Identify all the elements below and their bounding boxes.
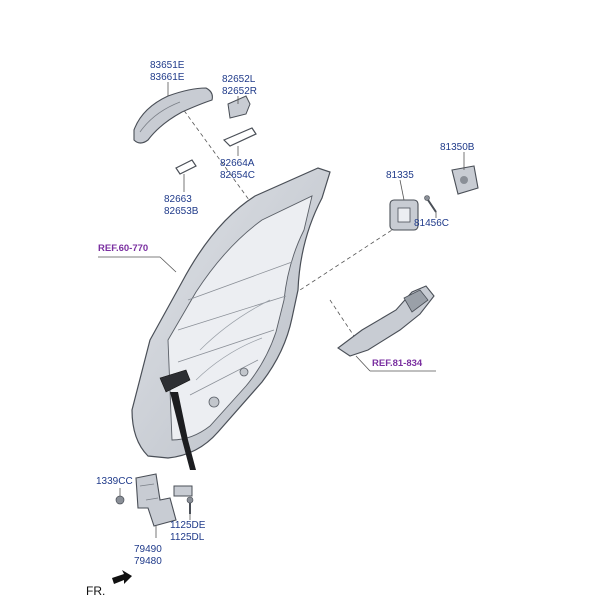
latch-rod-assembly <box>337 285 435 357</box>
outside-handle <box>133 87 213 144</box>
label-latch-screw: 81456C <box>414 218 449 230</box>
part-number: 82652L <box>222 74 256 85</box>
part-number: 82653B <box>164 206 199 217</box>
label-hinge-bolt: 1339CC <box>96 476 133 488</box>
striker <box>389 199 419 231</box>
label-leaders <box>98 82 465 538</box>
part-number: 82663 <box>164 194 192 205</box>
label-hinge: 79490 79480 <box>134 544 162 568</box>
label-handle-pad: 82663 82653B <box>164 194 198 218</box>
label-latch-cover: 81350B <box>440 142 474 154</box>
label-hinge-bolt-lower: 1125DE 1125DL <box>170 520 205 544</box>
direction-label: FR. <box>86 584 106 598</box>
part-number: 83661E <box>150 72 185 83</box>
part-number: 81335 <box>386 170 414 181</box>
part-number: 1125DE <box>170 520 206 531</box>
label-handle-cover: 82652L 82652R <box>222 74 257 98</box>
door-panel <box>131 167 331 470</box>
part-number: 81456C <box>414 218 450 229</box>
handle-cover <box>227 95 251 119</box>
part-number: 82654C <box>220 170 256 181</box>
part-number: 1125DL <box>170 532 205 543</box>
ref-latch-rod: REF.81-834 <box>372 358 423 369</box>
part-number: 82652R <box>222 86 258 97</box>
latch-cover <box>451 165 479 195</box>
arrow-icon <box>112 570 132 584</box>
label-handle-gasket: 82664A 82654C <box>220 158 255 182</box>
label-striker: 81335 <box>386 170 414 182</box>
door-hinge <box>135 473 193 527</box>
part-number: 82664A <box>220 158 255 169</box>
part-number: 79490 <box>134 544 162 555</box>
part-number: 1339CC <box>96 476 133 487</box>
ref-door-panel: REF.60-770 <box>98 243 149 254</box>
label-handle-outer: 83651E 83661E <box>150 60 184 84</box>
part-number: 81350B <box>440 142 475 153</box>
part-number: 83651E <box>150 60 185 71</box>
handle-gasket <box>222 127 257 147</box>
latch-screw <box>424 195 437 213</box>
handle-pad <box>175 159 197 175</box>
part-number: 79480 <box>134 556 162 567</box>
